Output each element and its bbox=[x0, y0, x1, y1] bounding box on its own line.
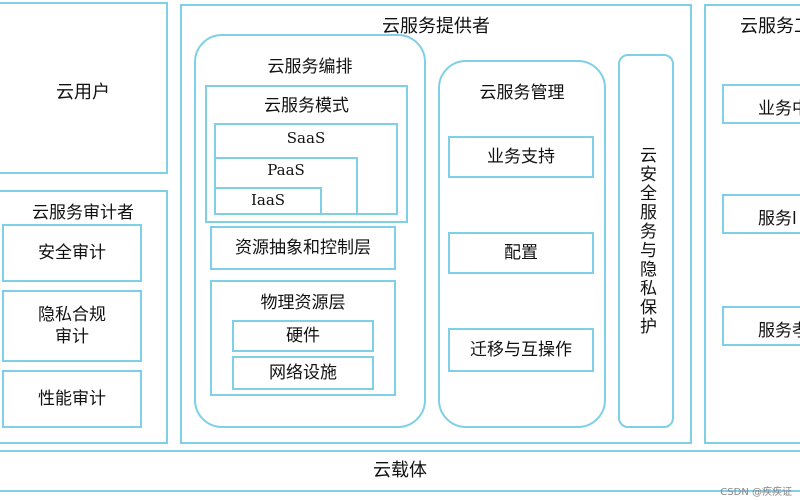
broker-item-2: 服务l bbox=[722, 194, 800, 234]
physical-layer-title: 物理资源层 bbox=[260, 293, 346, 313]
iaas-label: IaaS bbox=[214, 187, 322, 215]
management-item-migration: 迁移与互操作 bbox=[448, 328, 594, 372]
cloud-user-title: 云用户 bbox=[56, 82, 110, 103]
audit-item-privacy: 隐私合规 审计 bbox=[2, 290, 142, 362]
broker-item-3-label: 服务孝 bbox=[758, 321, 800, 341]
service-model-title: 云服务模式 bbox=[264, 96, 349, 116]
network-box: 网络设施 bbox=[232, 356, 374, 390]
broker-item-3: 服务孝 bbox=[722, 306, 800, 346]
watermark: CSDN @疾疾证 bbox=[720, 487, 792, 498]
cloud-carrier-box: 云载体 bbox=[0, 450, 800, 492]
broker-item-1: 业务中 bbox=[722, 84, 800, 124]
audit-item-security: 安全审计 bbox=[2, 224, 142, 282]
security-privacy-box: 云安全服务与隐私保护 bbox=[618, 54, 674, 428]
paas-label: PaaS bbox=[267, 161, 305, 179]
management-item-business-support: 业务支持 bbox=[448, 136, 594, 178]
hardware-box: 硬件 bbox=[232, 320, 374, 352]
broker-item-2-label: 服务l bbox=[758, 209, 797, 229]
orchestration-title: 云服务编排 bbox=[267, 57, 353, 77]
saas-label: SaaS bbox=[286, 129, 326, 147]
abstraction-layer: 资源抽象和控制层 bbox=[210, 226, 396, 270]
cloud-carrier-title: 云载体 bbox=[373, 460, 427, 482]
cloud-user-box: 云用户 bbox=[0, 2, 168, 174]
broker-item-1-label: 业务中 bbox=[758, 99, 800, 119]
management-title: 云服务管理 bbox=[479, 83, 565, 103]
cloud-provider-title: 云服务提供者 bbox=[382, 16, 490, 37]
security-privacy-label: 云安全服务与隐私保护 bbox=[636, 146, 657, 336]
cloud-broker-title: 云服务工 bbox=[740, 16, 800, 37]
management-item-configuration: 配置 bbox=[448, 232, 594, 274]
cloud-auditor-title: 云服务审计者 bbox=[32, 203, 134, 223]
audit-item-performance: 性能审计 bbox=[2, 370, 142, 428]
